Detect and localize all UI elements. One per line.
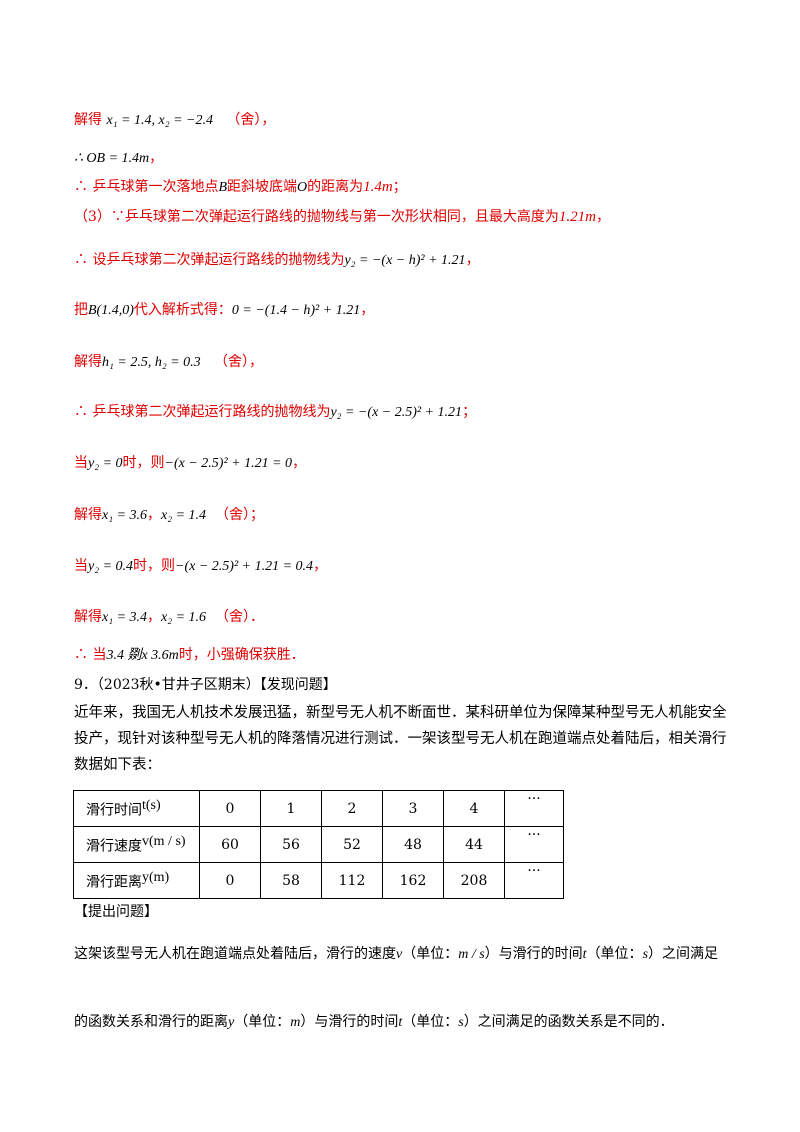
solution-line-8: ∴ 乒乓球第二次弹起运行路线的抛物线为y₂ = −(x − 2.5)² + 1.… (74, 404, 477, 420)
math-expr: 0 = −(1.4 − h)² + 1.21 (231, 303, 361, 318)
solution-line-4: （3）∵乒乓球第二次弹起运行路线的抛物线与第一次形状相同，且最大高度为1.21m… (74, 209, 610, 225)
table-row: 滑行速度v(m / s) 60 56 52 48 44 ··· (73, 826, 564, 863)
ask-line-2: 的函数关系和滑行的距离y（单位：m）与滑行的时间t（单位：s）之间满足的函数关系… (74, 1014, 674, 1030)
math-expr: ∴ OB = 1.4m (74, 151, 150, 166)
math-expr: −(x − 2.5)² + 1.21 = 0 (164, 456, 293, 471)
math-expr: y₂ = −(x − h)² + 1.21 (344, 253, 466, 268)
table-row: 滑行时间t(s) 0 1 2 3 4 ··· (73, 790, 564, 827)
solution-line-1: 解得 x₁ = 1.4, x₂ = −2.4 （舍）， (74, 112, 276, 128)
solution-line-13: ∴ 当3.4 剟x 3.6m时，小强确保获胜． (74, 647, 305, 663)
math-expr: y₂ = −(x − 2.5)² + 1.21 (330, 405, 463, 420)
solution-line-3: ∴ 乒乓球第一次落地点B距斜坡底端O的距离为1.4m； (74, 179, 407, 195)
solution-line-11: 当y₂ = 0.4时，则−(x − 2.5)² + 1.21 = 0.4， (74, 558, 328, 574)
problem-header: 9．（2023秋•甘井子区期末）【发现问题】 (74, 677, 337, 693)
solution-line-9: 当y₂ = 0时，则−(x − 2.5)² + 1.21 = 0， (74, 455, 307, 471)
math-expr: 3.4 剟x 3.6m (106, 648, 179, 663)
math-expr: −(x − 2.5)² + 1.21 = 0.4 (175, 559, 314, 574)
math-expr: h₁ = 2.5, h₂ = 0.3 (102, 355, 201, 370)
solution-line-12: 解得x₁ = 3.4，x₂ = 1.6 （舍）． (74, 609, 264, 625)
ask-line-1: 这架该型号无人机在跑道端点处着陆后，滑行的速度v（单位：m / s）与滑行的时间… (74, 946, 719, 962)
table-row: 滑行距离y(m) 0 58 112 162 208 ··· (73, 862, 564, 899)
problem-intro: 近年来，我国无人机技术发展迅猛，新型号无人机不断面世．某科研单位为保障某种型号无… (74, 705, 727, 773)
solution-line-10: 解得x₁ = 3.6，x₂ = 1.4 （舍）； (74, 507, 264, 523)
solution-line-6: 把B(1.4,0)代入解析式得：0 = −(1.4 − h)² + 1.21， (74, 302, 375, 318)
solution-line-5: ∴ 设乒乓球第二次弹起运行路线的抛物线为y₂ = −(x − h)² + 1.2… (74, 252, 480, 268)
ask-header: 【提出问题】 (74, 904, 158, 920)
math-expr: x₁ = 1.4, x₂ = −2.4 (106, 113, 213, 128)
solution-line-7: 解得h₁ = 2.5, h₂ = 0.3 （舍）， (74, 354, 263, 370)
solution-line-2: ∴ OB = 1.4m， (74, 150, 164, 166)
data-table: 滑行时间t(s) 0 1 2 3 4 ··· 滑行速度v(m / s) 60 5… (73, 790, 564, 899)
